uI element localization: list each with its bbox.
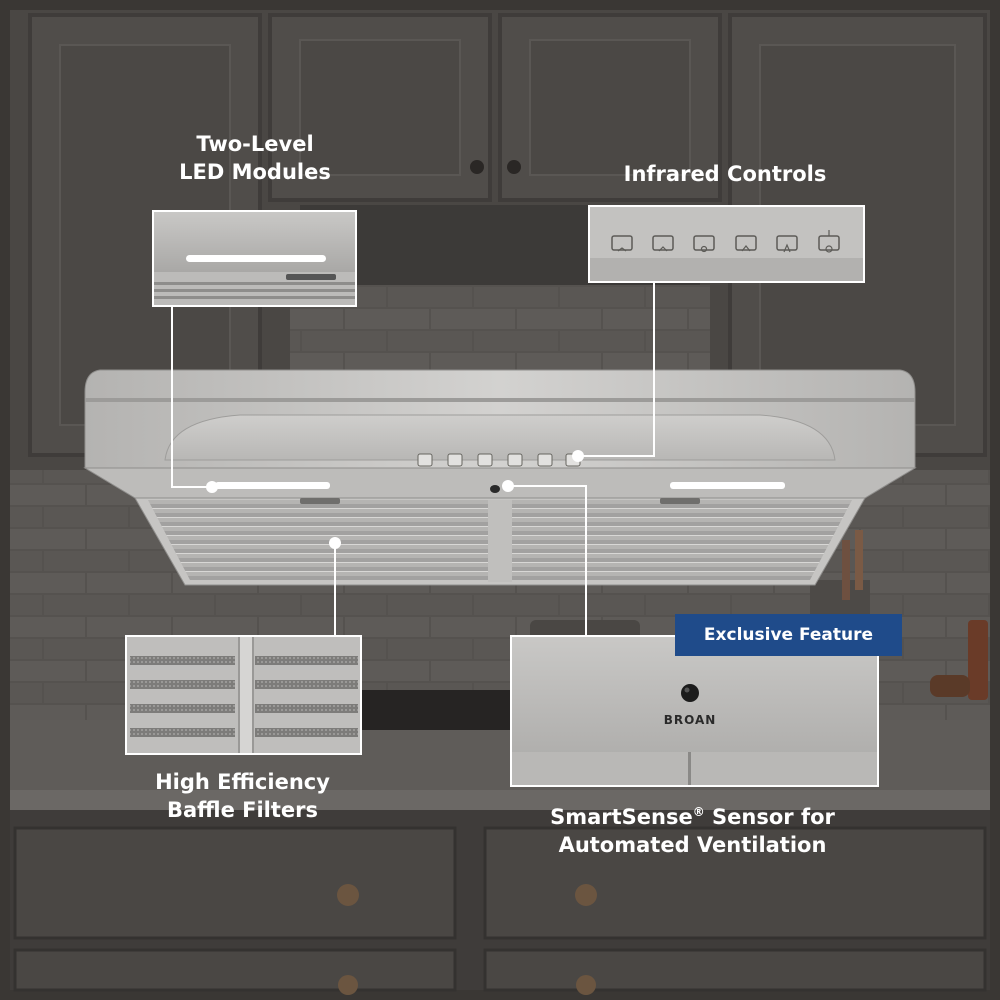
fan-low-icon (611, 235, 633, 251)
callout-infrared-text: Infrared Controls (623, 162, 827, 186)
callout-led-line1: Two-Level (196, 132, 314, 156)
callout-led-modules: Two-Level LED Modules (150, 130, 360, 186)
callout-smartsense-suffix: Sensor for (704, 805, 835, 829)
brand-logo: BROAN (664, 713, 717, 727)
sensor-lens (681, 684, 699, 702)
boost-icon (735, 235, 757, 251)
inset-smartsense-sensor: BROAN (510, 635, 879, 787)
exclusive-feature-badge: Exclusive Feature (675, 614, 902, 656)
pepper-mill (968, 620, 988, 700)
callout-smartsense-name: SmartSense (550, 805, 693, 829)
baffle-filter-left (148, 500, 488, 580)
baffle-filter-right (512, 500, 852, 580)
led-light-right (670, 482, 785, 489)
auto-icon (776, 235, 798, 251)
tile-backsplash-upper (290, 285, 710, 375)
callout-baffle-filters: High Efficiency Baffle Filters (120, 768, 365, 824)
callout-baffle-line2: Baffle Filters (166, 798, 319, 822)
inset-infrared-controls (588, 205, 865, 283)
callout-smartsense-line1: SmartSense® Sensor for (500, 803, 885, 831)
inset-baffle-filters (125, 635, 362, 755)
range-hood (83, 369, 917, 586)
leader-dots (206, 450, 584, 549)
bowl (930, 675, 970, 697)
led-strip (186, 255, 326, 262)
fan-high-icon (693, 235, 715, 251)
fan-medium-icon (652, 235, 674, 251)
leader-lines (171, 282, 655, 636)
lower-cabinets (10, 810, 990, 995)
callout-smartsense-line2: Automated Ventilation (558, 833, 827, 857)
led-light-left (215, 482, 330, 489)
callout-infrared-controls: Infrared Controls (590, 160, 860, 188)
callout-smartsense: SmartSense® Sensor for Automated Ventila… (500, 803, 885, 859)
callout-baffle-line1: High Efficiency (155, 770, 330, 794)
registered-mark: ® (692, 805, 705, 819)
callout-led-line2: LED Modules (179, 160, 331, 184)
inset-led-module (152, 210, 357, 307)
sensor-dot (490, 485, 500, 493)
